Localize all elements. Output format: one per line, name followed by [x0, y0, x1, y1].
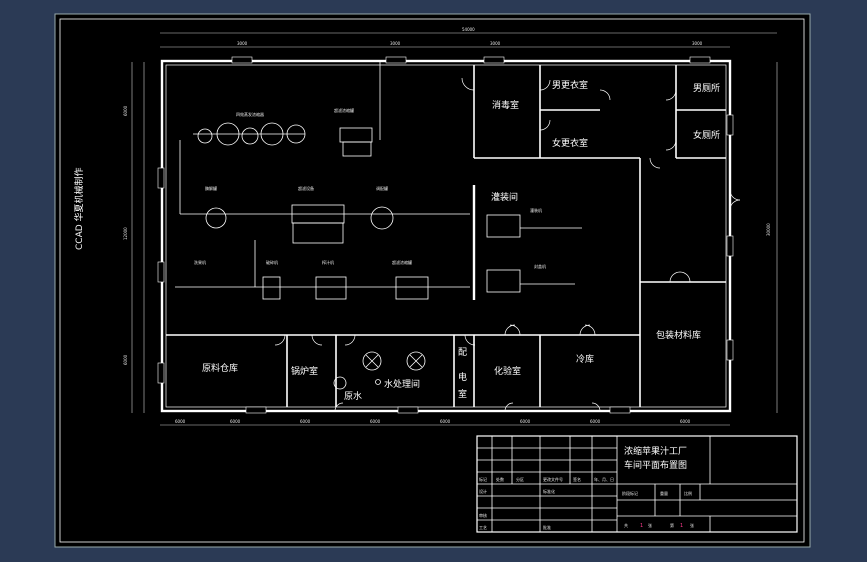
equip-label-uf-tank-2: 超滤浓缩罐 — [392, 259, 412, 265]
tb-gong: 共 — [624, 522, 628, 528]
tb-riqi: 年、月、日 — [594, 476, 614, 482]
tb-bili: 比例 — [684, 490, 692, 496]
tb-chushu: 处数 — [496, 476, 504, 482]
equip-label-filler: 灌装机 — [530, 207, 542, 213]
bot-dim-4: 6000 — [370, 419, 381, 424]
equipment-symbols — [175, 62, 582, 390]
overall-dim: 54000 — [462, 27, 475, 32]
tb-gongyi: 工艺 — [479, 525, 487, 530]
tb-sheji: 设计 — [479, 488, 487, 494]
tb-gengai: 更改文件号 — [543, 476, 563, 482]
equip-label-uf-tank-1: 超滤浓缩罐 — [334, 107, 354, 113]
title-line-1: 浓缩苹果汁工厂 — [624, 445, 687, 457]
tb-biaoji: 标记 — [479, 476, 487, 482]
room-raw-material: 原料仓库 — [202, 362, 238, 374]
room-disinfection: 消毒室 — [492, 99, 519, 111]
title-block — [476, 435, 798, 533]
equip-label-juicer: 榨汁机 — [322, 259, 334, 265]
tb-di-n: 1 — [680, 523, 683, 529]
room-evaporation: 锅炉室 — [291, 365, 318, 377]
top-dim-3: 3000 — [490, 41, 501, 46]
room-distribution-3: 室 — [458, 388, 467, 400]
room-lab: 化验室 — [494, 365, 521, 377]
tb-zhang-2: 张 — [690, 522, 694, 528]
bot-dim-7: 6000 — [590, 419, 601, 424]
building-walls — [157, 56, 734, 414]
left-dim-3: 6000 — [123, 354, 128, 365]
room-male-locker: 男更衣室 — [552, 79, 588, 91]
title-line-2: 车间平面布置图 — [624, 459, 687, 471]
bot-dim-1: 6000 — [175, 419, 186, 424]
inner-frame — [59, 18, 805, 543]
room-female-toilet: 女厕所 — [693, 129, 720, 141]
tb-biaozhunhua: 标准化 — [543, 488, 555, 494]
tb-zhongliang: 重量 — [660, 490, 668, 496]
equip-label-evaporator: 四效蒸发浓缩器 — [236, 111, 264, 117]
left-dim-1: 6000 — [123, 105, 128, 116]
room-water-treatment: 水处理间 — [384, 378, 420, 390]
tb-jieduan: 阶段标记 — [622, 490, 638, 496]
side-title: CCAD 华夏机械制作 — [73, 167, 85, 250]
top-dim-1: 3000 — [237, 41, 248, 46]
equip-label-enzymolysis: 酶解罐 — [205, 185, 217, 191]
equip-label-blending: 调配罐 — [376, 185, 388, 191]
room-cold-store: 冷库 — [576, 353, 594, 365]
right-total-dim: 30000 — [766, 223, 771, 236]
tb-qianming: 签名 — [573, 476, 581, 482]
equip-label-washer: 洗果机 — [194, 259, 206, 265]
drawing-sheet — [54, 13, 811, 548]
partitions — [166, 65, 726, 407]
tb-fenqu: 分区 — [516, 476, 524, 482]
tb-di: 第 — [670, 522, 674, 528]
room-distribution-1: 配 — [458, 347, 467, 358]
doors — [274, 77, 741, 412]
bot-dim-5: 6000 — [440, 419, 451, 424]
top-dim-4: 3000 — [692, 41, 703, 46]
room-male-toilet: 男厕所 — [693, 83, 720, 94]
tb-zhang: 张 — [648, 522, 652, 528]
tb-shenhe: 审核 — [479, 512, 487, 518]
bot-dim-2: 6000 — [230, 419, 241, 424]
room-filling: 灌装间 — [491, 191, 518, 203]
equip-label-capper: 封盖机 — [534, 263, 546, 269]
room-female-locker: 女更衣室 — [552, 137, 588, 149]
top-dim-2: 3000 — [390, 41, 401, 46]
bot-dim-6: 6000 — [520, 419, 531, 424]
room-packaging-store: 包装材料库 — [656, 329, 701, 341]
equip-label-uf-device: 超滤设备 — [298, 185, 314, 191]
tb-gong-n: 1 — [640, 523, 643, 529]
bot-dim-3: 6000 — [300, 419, 311, 424]
equip-label-crusher: 破碎机 — [266, 259, 278, 265]
dimension-lines: 54000 3000 3000 3000 3000 30000 6000 120… — [123, 27, 778, 426]
bot-dim-8: 6000 — [680, 419, 691, 424]
left-dim-2: 12000 — [123, 227, 128, 240]
room-raw-water: 原水 — [344, 390, 362, 402]
room-distribution-2: 电 — [458, 371, 467, 383]
tb-pizhun: 批准 — [543, 524, 551, 530]
